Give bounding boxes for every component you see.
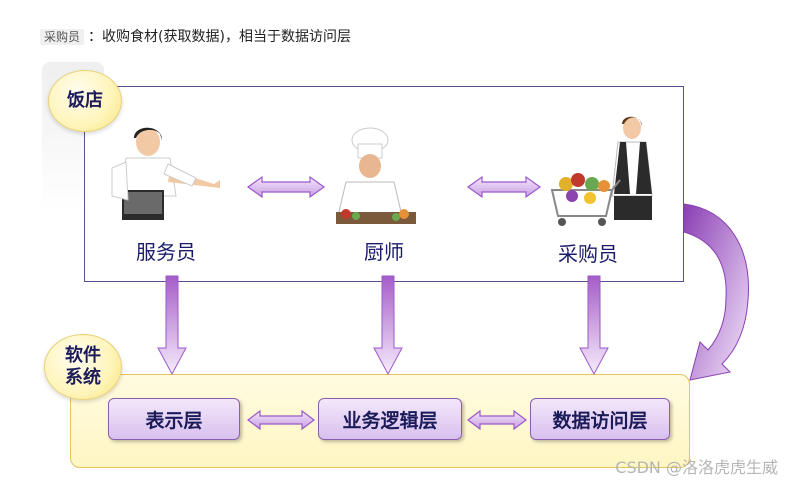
curved-arrow-mapping: [683, 203, 749, 381]
business-logic-layer: 业务逻辑层: [318, 398, 462, 440]
double-arrow-waiter-chef: [246, 175, 326, 199]
watermark: CSDN @洛洛虎虎生威: [615, 458, 778, 477]
double-arrow-presentation-business: [247, 409, 315, 431]
role-waiter-label: 服务员: [136, 240, 196, 264]
software-system-title: 软件 系统: [65, 345, 101, 389]
presentation-layer: 表示层: [108, 398, 240, 440]
software-title-line1: 软件: [65, 345, 101, 366]
double-arrow-business-data: [467, 409, 527, 431]
purchaser-figure: [550, 116, 653, 226]
double-arrow-chef-purchaser: [466, 175, 542, 199]
caption-text: ：收购食材(获取数据)，相当于数据访问层: [88, 29, 351, 45]
data-access-layer: 数据访问层: [530, 398, 670, 440]
software-title-line2: 系统: [65, 367, 101, 388]
down-arrow-chef: [373, 275, 403, 376]
role-chef-label: 厨师: [364, 240, 404, 264]
restaurant-label: 饭店: [48, 70, 122, 132]
waiter-figure: [111, 127, 220, 220]
down-arrow-waiter: [157, 275, 187, 376]
caption-tag: 采购员: [40, 29, 85, 45]
caption: 采购员：收购食材(获取数据)，相当于数据访问层: [40, 26, 351, 46]
role-purchaser-label: 采购员: [558, 242, 618, 266]
down-arrow-purchaser: [579, 275, 609, 376]
software-system-label: 软件 系统: [44, 334, 122, 400]
restaurant-title: 饭店: [67, 90, 103, 111]
chef-figure: [336, 127, 416, 224]
